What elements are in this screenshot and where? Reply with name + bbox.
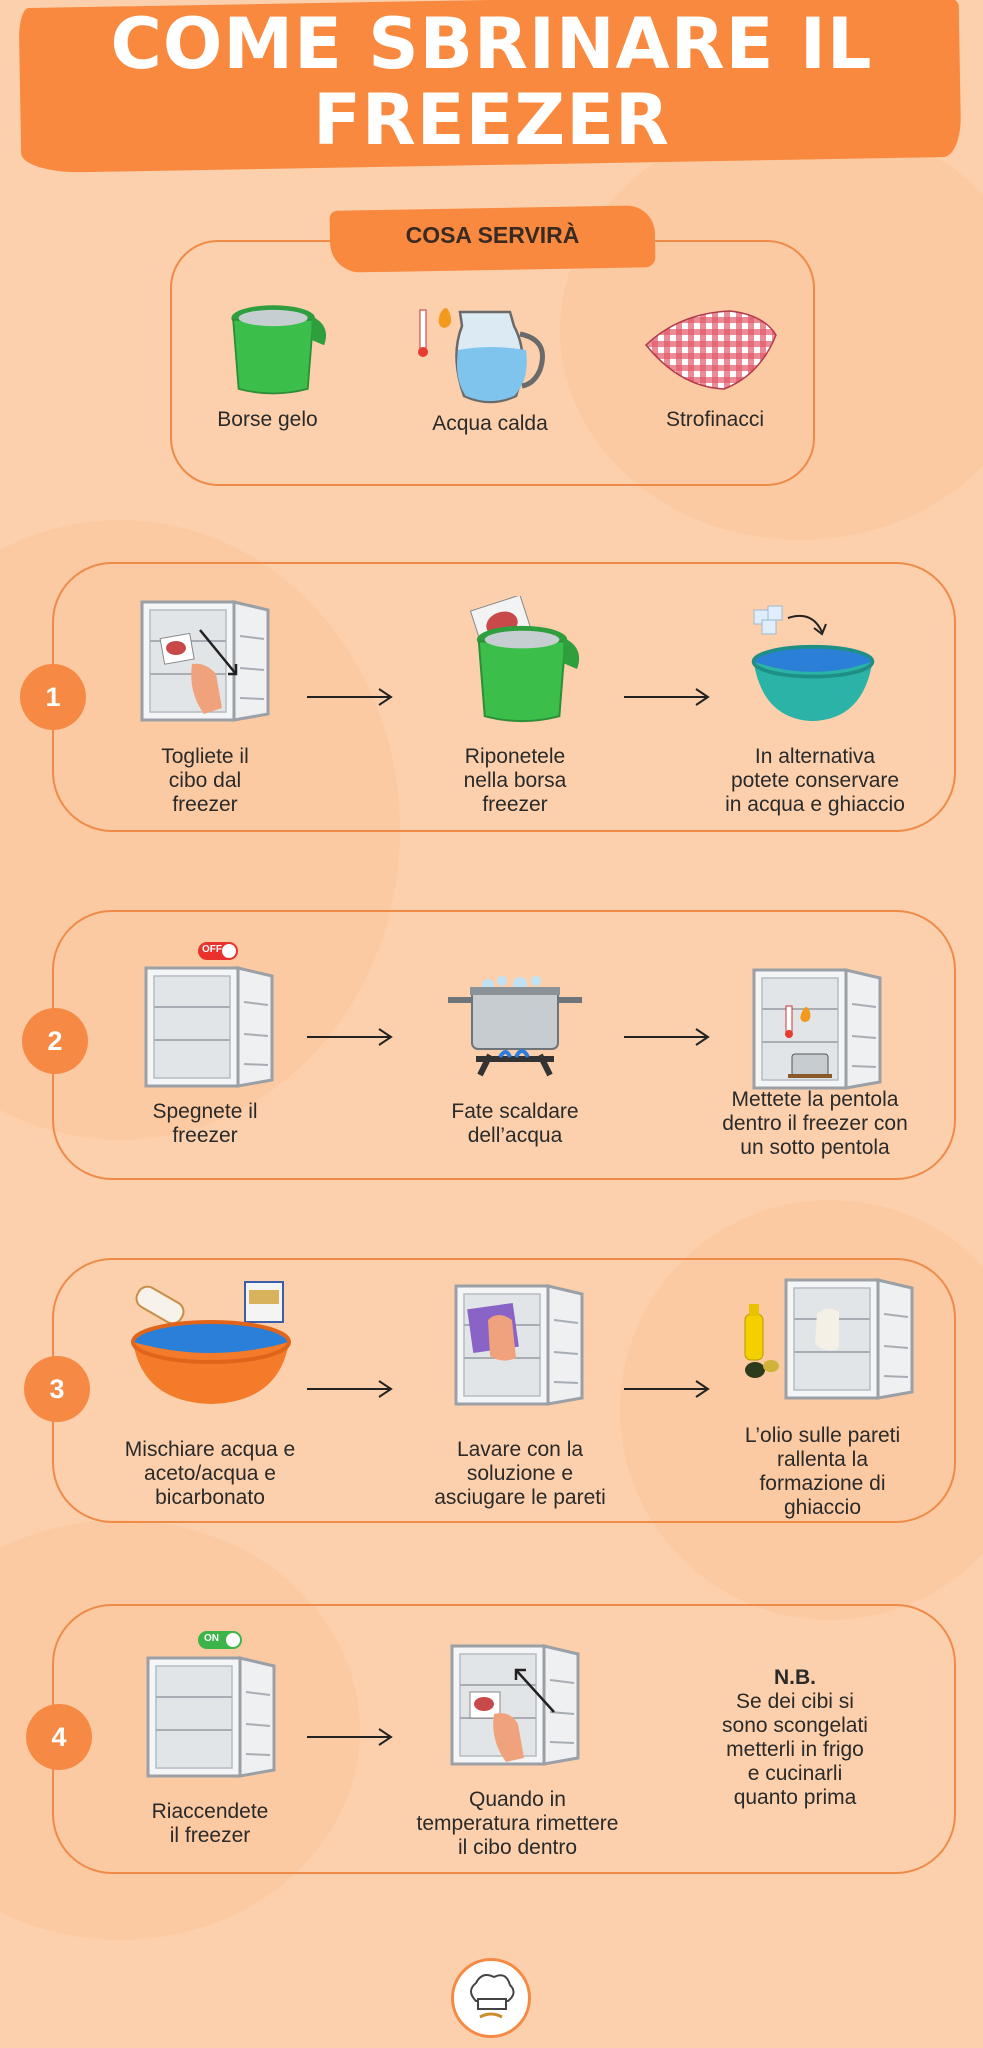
basin-vinegar-icon [131, 1281, 291, 1404]
step-label: Riaccendete il freezer [151, 1800, 269, 1847]
hot-water-jug-icon [418, 308, 545, 404]
water-basin-ice-icon [751, 605, 875, 723]
step-number: 2 [22, 1008, 88, 1074]
supplies-heading: COSA SERVIRÀ [405, 222, 580, 248]
page-title: COME SBRINARE IL FREEZER [110, 3, 873, 161]
supply-label: Borse gelo [217, 408, 318, 431]
pot-in-freezer-icon [748, 964, 888, 1094]
freezer-off-icon [140, 962, 280, 1092]
step-label: Fate scaldare dell’acqua [451, 1100, 579, 1147]
open-freezer-hand-icon [136, 596, 276, 726]
chef-hat-logo-icon [451, 1958, 531, 2038]
arrow-icon [305, 1026, 395, 1048]
arrow-icon [305, 1378, 395, 1400]
step-label: In alternativa potete conservare in acqu… [725, 745, 905, 816]
arrow-icon [622, 1378, 712, 1400]
food-back-freezer-icon [446, 1640, 586, 1770]
off-switch-icon: OFF [198, 942, 238, 960]
freezer-on-icon [142, 1652, 282, 1782]
oil-freezer-icon [744, 1278, 914, 1400]
supply-label: Acqua calda [432, 412, 548, 435]
supply-label: Strofinacci [665, 408, 765, 431]
pot-on-stove-icon [448, 976, 582, 1077]
cloth-icon [644, 310, 777, 390]
arrow-icon [622, 686, 712, 708]
step-label: Togliete il cibo dal freezer [161, 745, 249, 816]
step-number: 4 [26, 1704, 92, 1770]
wash-freezer-icon [450, 1280, 590, 1410]
step-label: Mischiare acqua e aceto/acqua e bicarbon… [124, 1438, 296, 1509]
step-label: Riponetele nella borsa freezer [463, 745, 567, 816]
step-number: 1 [20, 664, 86, 730]
note-title: N.B. [774, 1666, 816, 1689]
note: N.B. Se dei cibi si sono scongelati mett… [680, 1666, 910, 1810]
step-label: Lavare con la soluzione e asciugare le p… [434, 1438, 606, 1509]
step-label: L’olio sulle pareti rallenta la formazio… [744, 1424, 901, 1519]
step-number: 3 [24, 1356, 90, 1422]
cooler-bag-icon [220, 298, 330, 398]
step-label: Spegnete il freezer [152, 1100, 258, 1147]
step-label: Mettete la pentola dentro il freezer con… [722, 1088, 908, 1159]
arrow-icon [305, 686, 395, 708]
step-label: Quando in temperatura rimettere il cibo … [416, 1788, 619, 1859]
food-in-bag-icon [469, 596, 581, 723]
arrow-icon [622, 1026, 712, 1048]
arrow-icon [305, 1726, 395, 1748]
on-switch-icon: ON [198, 1631, 242, 1649]
